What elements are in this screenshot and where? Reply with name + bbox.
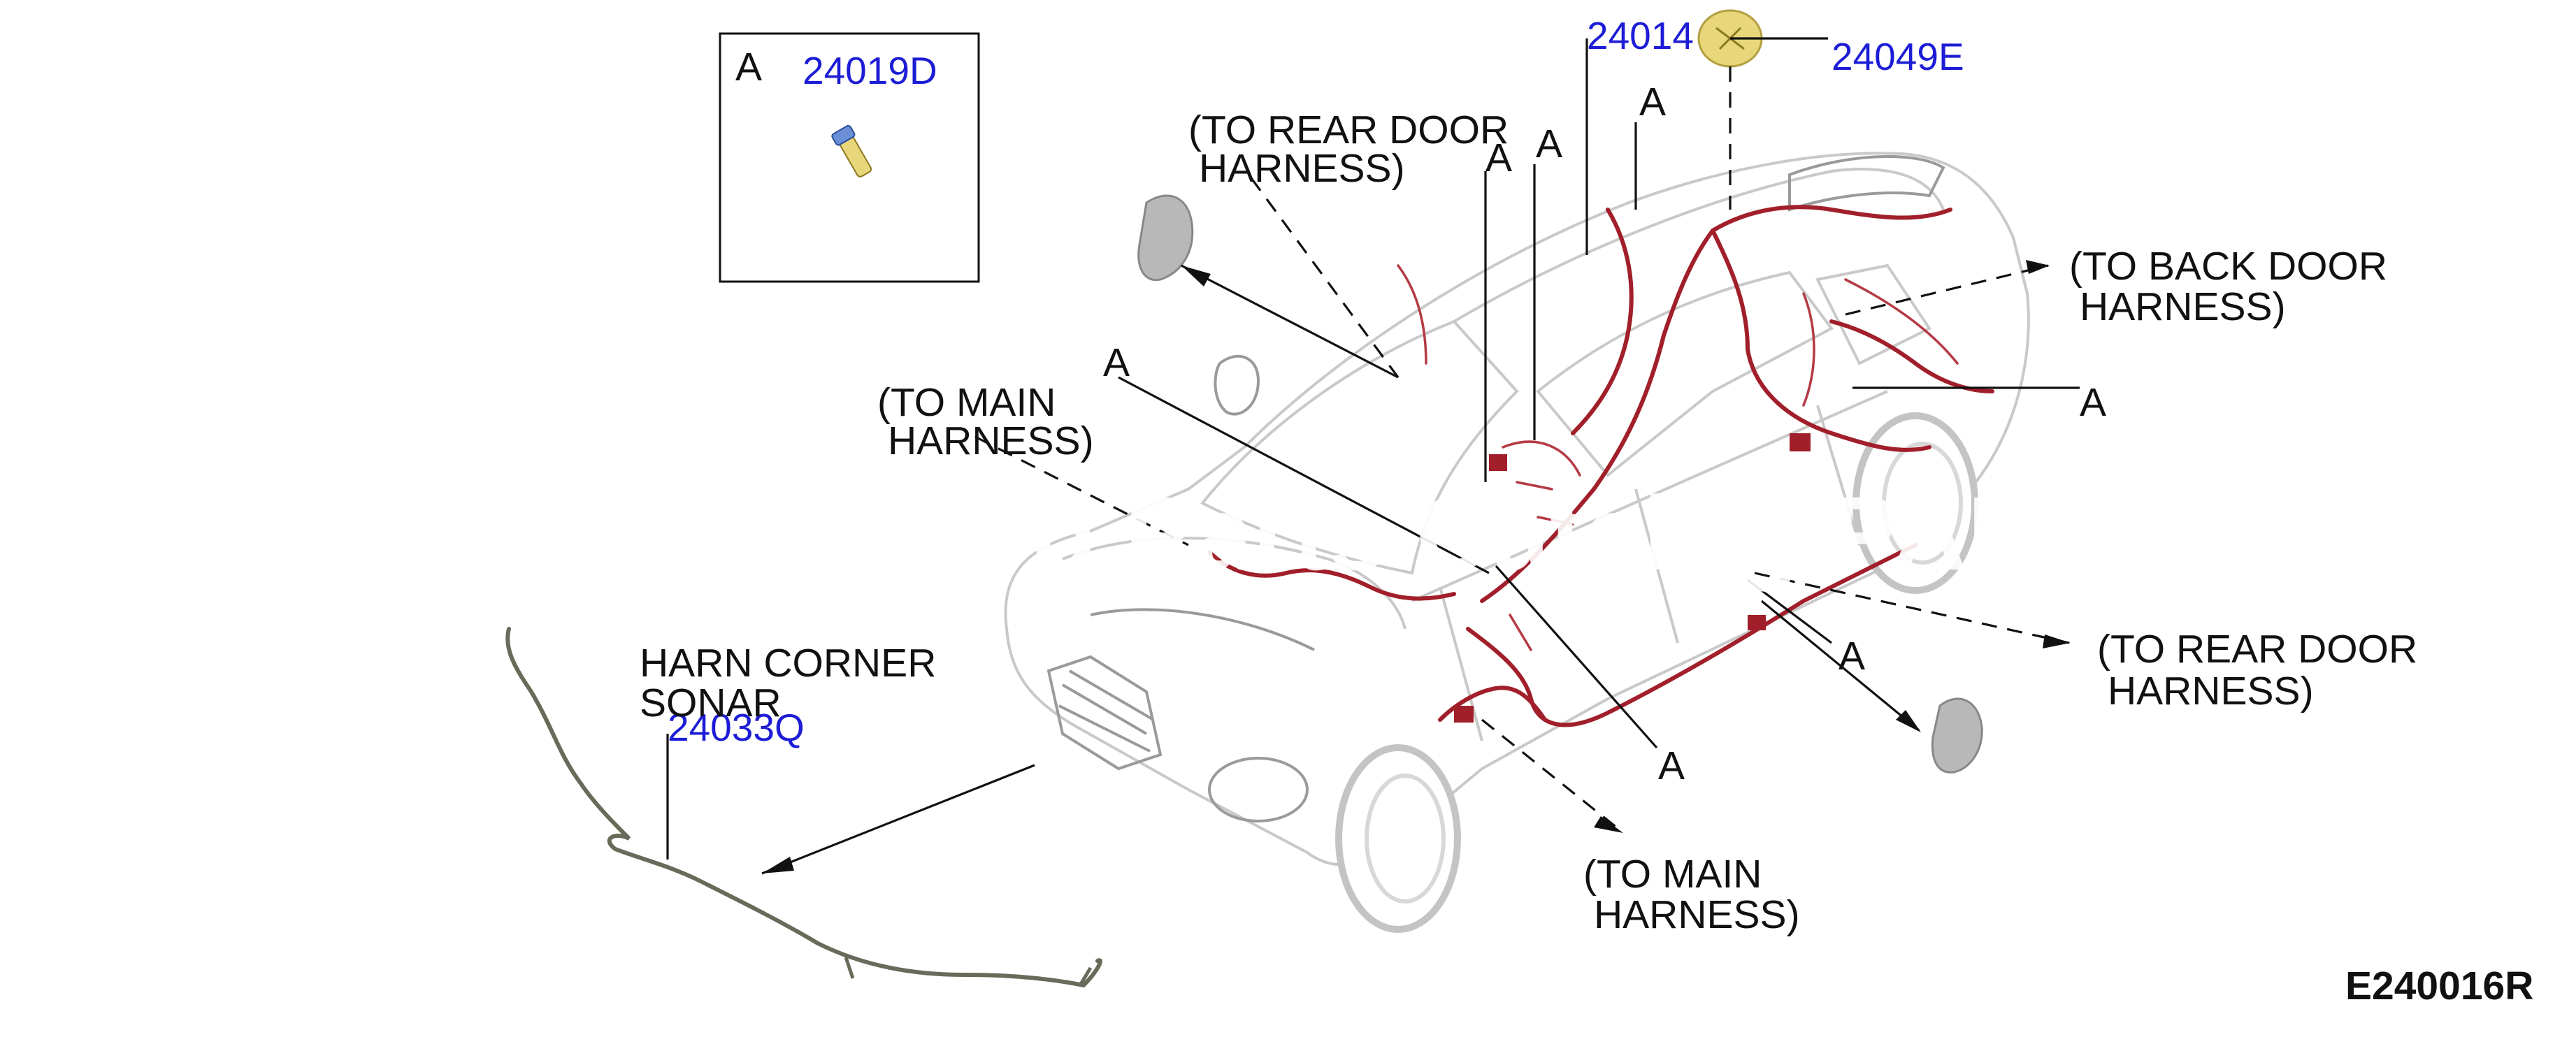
callout-letter-a: A bbox=[1639, 80, 1666, 124]
svg-text:(TO REAR DOOR: (TO REAR DOOR bbox=[2097, 627, 2417, 672]
leader-lines bbox=[666, 37, 2080, 875]
svg-text:HARNESS): HARNESS) bbox=[2108, 669, 2314, 713]
svg-text:HARNESS): HARNESS) bbox=[2080, 284, 2286, 329]
label-to-back-door: (TO BACK DOOR HARNESS) bbox=[2069, 244, 2387, 329]
svg-text:(TO BACK DOOR: (TO BACK DOOR bbox=[2069, 244, 2387, 289]
inset-detail-a: A 24019D bbox=[719, 32, 980, 283]
rear-door-connector-part-right bbox=[1931, 697, 1983, 774]
callout-letter-a: A bbox=[1103, 340, 1130, 385]
svg-text:HARNESS): HARNESS) bbox=[1594, 892, 1800, 937]
inset-part-number[interactable]: 24019D bbox=[803, 49, 937, 92]
svg-text:HARN CORNER: HARN CORNER bbox=[640, 641, 936, 686]
callout-letter-a: A bbox=[1839, 634, 1865, 679]
label-to-main-bottom: (TO MAIN HARNESS) bbox=[1583, 852, 1800, 937]
label-to-main-left: (TO MAIN HARNESS) bbox=[877, 380, 1094, 463]
part-number-24049e[interactable]: 24049E bbox=[1832, 35, 1964, 78]
diagram-id: E240016R bbox=[2345, 964, 2533, 1008]
svg-text:(TO MAIN: (TO MAIN bbox=[877, 380, 1056, 425]
inset-letter: A bbox=[735, 45, 762, 89]
callout-letter-a: A bbox=[1658, 744, 1685, 788]
rear-door-connector-part bbox=[1137, 194, 1194, 282]
label-harn-corner-sonar: HARN CORNER SONAR bbox=[640, 641, 936, 725]
label-to-rear-door-top: (TO REAR DOOR HARNESS) bbox=[1188, 108, 1509, 191]
svg-text:(TO REAR DOOR: (TO REAR DOOR bbox=[1188, 108, 1509, 152]
body-wiring-harness bbox=[1207, 205, 1994, 727]
rear-wheel bbox=[1852, 412, 1978, 594]
part-number-24033q[interactable]: 24033Q bbox=[668, 706, 805, 749]
clip-icon bbox=[831, 124, 872, 177]
callout-letters: A A A A A A A bbox=[1103, 80, 2106, 788]
label-to-rear-door-right: (TO REAR DOOR HARNESS) bbox=[2097, 627, 2417, 713]
svg-text:HARNESS): HARNESS) bbox=[1199, 146, 1405, 191]
svg-text:HARNESS): HARNESS) bbox=[888, 419, 1094, 463]
corner-sonar-harness bbox=[505, 627, 1102, 988]
svg-text:SONAR: SONAR bbox=[640, 681, 782, 725]
car-body-outline bbox=[1004, 152, 2030, 933]
callout-letter-a: A bbox=[1536, 122, 1562, 166]
watermark: o Parts Catalog PART bbox=[1031, 474, 2107, 592]
svg-text:(TO MAIN: (TO MAIN bbox=[1583, 852, 1762, 897]
part-number-24014[interactable]: 24014 bbox=[1587, 14, 1694, 57]
callout-letter-a: A bbox=[2080, 380, 2106, 425]
front-wheel bbox=[1335, 744, 1461, 933]
callout-letter-a: A bbox=[1485, 136, 1512, 180]
